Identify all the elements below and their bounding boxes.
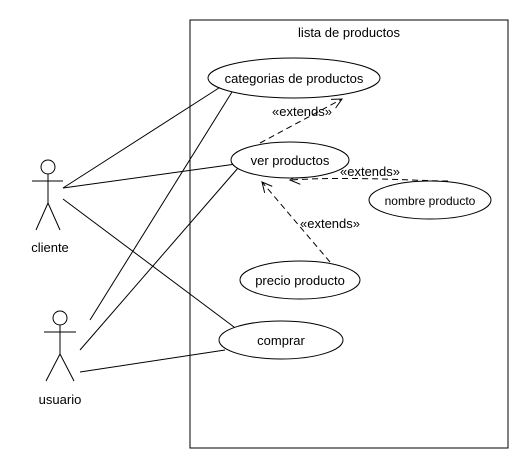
assoc-cliente-comprar [62,198,239,331]
use-case-comprar-label: comprar [257,333,305,348]
use-case-categorias[interactable]: categorias de productos [207,57,381,99]
use-case-ver[interactable]: ver productos [230,141,350,179]
use-case-nombre-label: nombre producto [385,194,476,208]
system-boundary [189,19,509,449]
system-title: lista de productos [298,25,400,40]
actor-cliente-leg-right [47,202,61,231]
use-case-nombre[interactable]: nombre producto [368,180,492,220]
extends-precio-to-ver [262,182,331,263]
actor-cliente-label: cliente [31,240,69,255]
use-case-ver-label: ver productos [251,153,330,168]
use-case-precio[interactable]: precio producto [239,260,361,300]
assoc-usuario-comprar [79,349,226,373]
assoc-cliente-ver [62,163,237,189]
actor-usuario-leg-left [45,353,61,382]
actor-usuario-leg-right [59,353,75,382]
extends-ver-to-categorias [259,99,342,144]
actor-usuario-head [52,310,68,326]
assoc-usuario-ver [79,167,239,351]
use-case-comprar[interactable]: comprar [218,320,344,360]
assoc-cliente-categorias [62,85,223,189]
actor-usuario[interactable] [44,310,76,382]
actor-cliente[interactable] [32,159,63,231]
assoc-usuario-categorias [89,91,233,321]
extends-label-3: «extends» [300,216,360,231]
use-case-precio-label: precio producto [255,273,345,288]
extends-label-2: «extends» [340,164,400,179]
actor-cliente-head [40,159,56,175]
use-case-categorias-label: categorias de productos [225,71,364,86]
actor-usuario-label: usuario [39,392,82,407]
extends-label-1: «extends» [272,104,332,119]
actor-cliente-leg-left [35,202,49,231]
